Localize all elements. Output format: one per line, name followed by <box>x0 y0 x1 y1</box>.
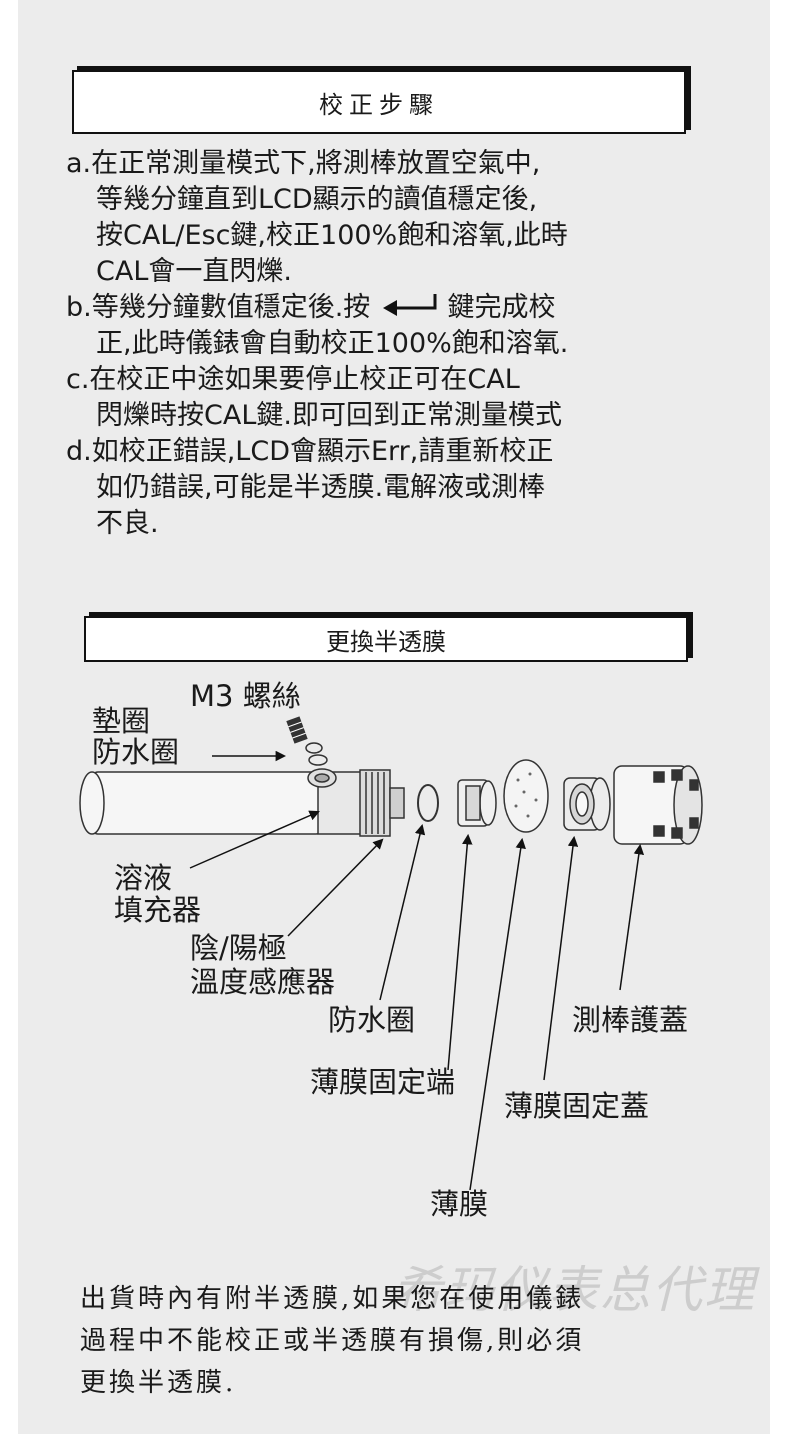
step-b-text-a: b.等幾分鐘數值穩定後.按 <box>66 292 371 323</box>
label-sensor-1: 陰/陽極 <box>190 931 287 965</box>
calibration-title: 校正步驟 <box>319 90 439 119</box>
step-a-line-1: a.在正常測量模式下,將測棒放置空氣中, <box>66 148 541 179</box>
o-ring-arrow <box>379 823 426 1001</box>
screw-icon <box>286 716 308 744</box>
membrane-cap-arrow <box>543 835 579 1081</box>
step-c-line-2: 閃爍時按CAL鍵.即可回到正常測量模式 <box>96 400 562 431</box>
fill-port <box>307 768 337 788</box>
note-line-2: 過程中不能校正或半透膜有損傷,則必須 <box>80 1326 585 1356</box>
membrane-film-icon <box>503 759 549 833</box>
step-b-line-2: 正,此時儀錶會自動校正100%飽和溶氧. <box>96 328 569 359</box>
enter-key-icon <box>382 294 437 316</box>
calibration-steps: a.在正常測量模式下,將測棒放置空氣中, 等幾分鐘直到LCD顯示的讀值穩定後, … <box>66 146 766 542</box>
calibration-title-box: 校正步驟 <box>72 70 686 134</box>
o-ring-icon <box>417 784 439 822</box>
step-a-line-2: 等幾分鐘直到LCD顯示的讀值穩定後, <box>96 184 538 215</box>
label-probe-guard: 測棒護蓋 <box>572 1003 689 1037</box>
label-membrane-cap: 薄膜固定蓋 <box>504 1089 650 1123</box>
probe-guard-icon <box>613 765 703 845</box>
step-a-line-4: CAL會一直閃爍. <box>96 256 292 287</box>
sensor-arrow <box>287 838 384 937</box>
label-sensor-2: 溫度感應器 <box>190 965 336 999</box>
membrane-title-box: 更換半透膜 <box>84 616 688 662</box>
step-a: a.在正常測量模式下,將測棒放置空氣中, 等幾分鐘直到LCD顯示的讀值穩定後, … <box>66 146 766 290</box>
washer-icon <box>305 742 328 766</box>
label-o-ring: 防水圈 <box>328 1003 416 1037</box>
step-d-line-3: 不良. <box>96 508 159 539</box>
replacement-note: 出貨時內有附半透膜,如果您在使用儀錶 過程中不能校正或半透膜有損傷,則必須 更換… <box>80 1278 760 1404</box>
film-arrow <box>469 837 526 1191</box>
guard-arrow <box>619 843 645 991</box>
label-seal: 防水圈 <box>92 735 180 769</box>
label-screw: M3 螺絲 <box>190 679 301 713</box>
step-d-line-2: 如仍錯誤,可能是半透膜.電解液或測棒 <box>96 472 546 503</box>
label-fill-2: 填充器 <box>114 893 202 927</box>
fill-arrow <box>189 810 320 869</box>
step-d: d.如校正錯誤,LCD會顯示Err,請重新校正 如仍錯誤,可能是半透膜.電解液或… <box>66 434 766 542</box>
holder-arrow <box>447 833 473 1071</box>
label-membrane-film: 薄膜 <box>430 1187 489 1221</box>
membrane-cap-icon <box>563 777 611 831</box>
step-d-line-1: d.如校正錯誤,LCD會顯示Err,請重新校正 <box>66 436 554 467</box>
step-b-text-b: 鍵完成校 <box>447 292 556 323</box>
note-line-3: 更換半透膜. <box>80 1368 237 1398</box>
step-b: b.等幾分鐘數值穩定後.按 鍵完成校 正,此時儀錶會自動校正100%飽和溶氧. <box>66 290 766 362</box>
membrane-holder-icon <box>457 779 497 827</box>
step-a-line-3: 按CAL/Esc鍵,校正100%飽和溶氧,此時 <box>96 220 568 251</box>
label-membrane-holder: 薄膜固定端 <box>310 1065 456 1099</box>
step-c-line-1: c.在校正中途如果要停止校正可在CAL <box>66 364 520 395</box>
label-fill-1: 溶液 <box>114 861 173 895</box>
step-c: c.在校正中途如果要停止校正可在CAL 閃爍時按CAL鍵.即可回到正常測量模式 <box>66 362 766 434</box>
membrane-title: 更換半透膜 <box>326 627 446 656</box>
watermark: 希玛仪表总代理 <box>392 1261 756 1319</box>
label-gasket: 墊圈 <box>92 704 151 738</box>
probe-body <box>79 769 405 837</box>
note-line-1: 出貨時內有附半透膜,如果您在使用儀錶 <box>80 1284 585 1314</box>
page-panel <box>18 0 770 1434</box>
step-b-line-1: b.等幾分鐘數值穩定後.按 鍵完成校 <box>66 290 766 326</box>
